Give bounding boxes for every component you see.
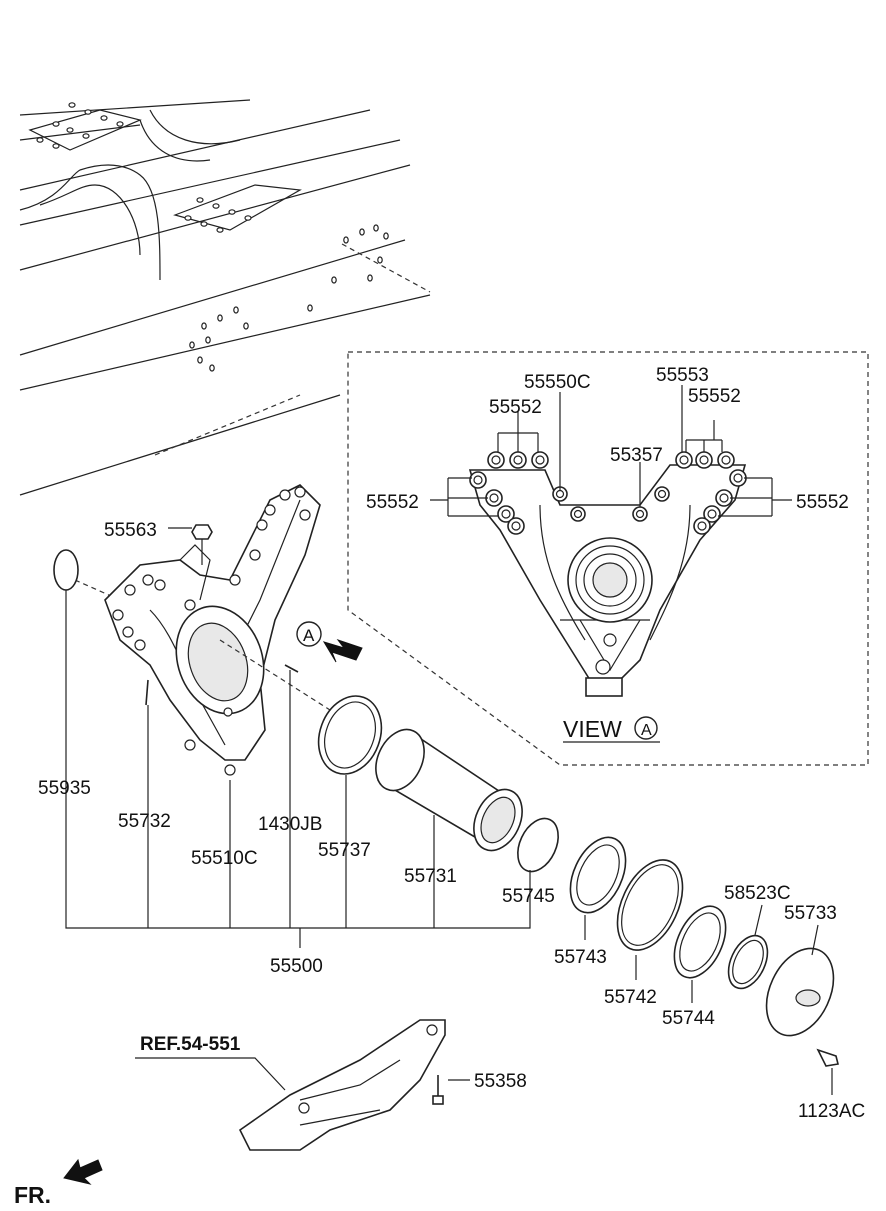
label-55732[interactable]: 55732 (118, 811, 171, 832)
label-55552-top-right[interactable]: 55552 (688, 386, 741, 407)
label-1123ac[interactable]: 1123AC (798, 1101, 865, 1122)
front-direction-arrow-icon (63, 1158, 103, 1185)
label-55733[interactable]: 55733 (784, 903, 837, 924)
part-labels: 55550C 55553 55552 55552 55552 55552 553… (14, 365, 865, 1208)
label-55744[interactable]: 55744 (662, 1008, 715, 1029)
label-55731[interactable]: 55731 (404, 866, 457, 887)
view-title-marker: A (641, 722, 652, 739)
frame-holes (36, 102, 389, 372)
label-55552-right[interactable]: 55552 (796, 492, 849, 513)
view-title-marker-circle (634, 716, 658, 740)
label-ref-54-551[interactable]: REF.54-551 (140, 1034, 241, 1055)
label-55550c[interactable]: 55550C (524, 372, 591, 393)
label-55500[interactable]: 55500 (270, 956, 323, 977)
leader-lines (65, 527, 833, 1095)
vehicle-frame-illustration (19, 99, 431, 496)
view-a-bracket (430, 385, 792, 697)
label-55737[interactable]: 55737 (318, 840, 371, 861)
solid-arrow-icon (322, 639, 363, 663)
label-55552-left[interactable]: 55552 (366, 492, 419, 513)
label-55745[interactable]: 55745 (502, 886, 555, 907)
view-direction-marker: A (303, 626, 315, 645)
front-label: FR. (14, 1182, 51, 1208)
bushing-55731-part (375, 728, 523, 852)
label-1430jb[interactable]: 1430JB (258, 814, 322, 835)
label-58523c[interactable]: 58523C (724, 883, 791, 904)
plates-group (569, 836, 839, 1067)
label-55742[interactable]: 55742 (604, 987, 657, 1008)
label-55358[interactable]: 55358 (474, 1071, 527, 1092)
label-55935[interactable]: 55935 (38, 778, 91, 799)
view-a-frame (347, 351, 869, 766)
label-55743[interactable]: 55743 (554, 947, 607, 968)
o-ring-55737-part (317, 695, 383, 775)
label-55357[interactable]: 55357 (610, 445, 663, 466)
label-55553[interactable]: 55553 (656, 365, 709, 386)
view-title-text: VIEW (563, 716, 622, 742)
lower-bracket-ref (238, 1019, 446, 1151)
seal-55745-part (517, 817, 559, 873)
label-55552-top-left[interactable]: 55552 (489, 397, 542, 418)
view-marker-circle (296, 621, 322, 647)
label-55510c[interactable]: 55510C (191, 848, 258, 869)
label-55563[interactable]: 55563 (104, 520, 157, 541)
main-bracket-assembly (53, 484, 331, 776)
cap-55935-part (53, 549, 79, 591)
